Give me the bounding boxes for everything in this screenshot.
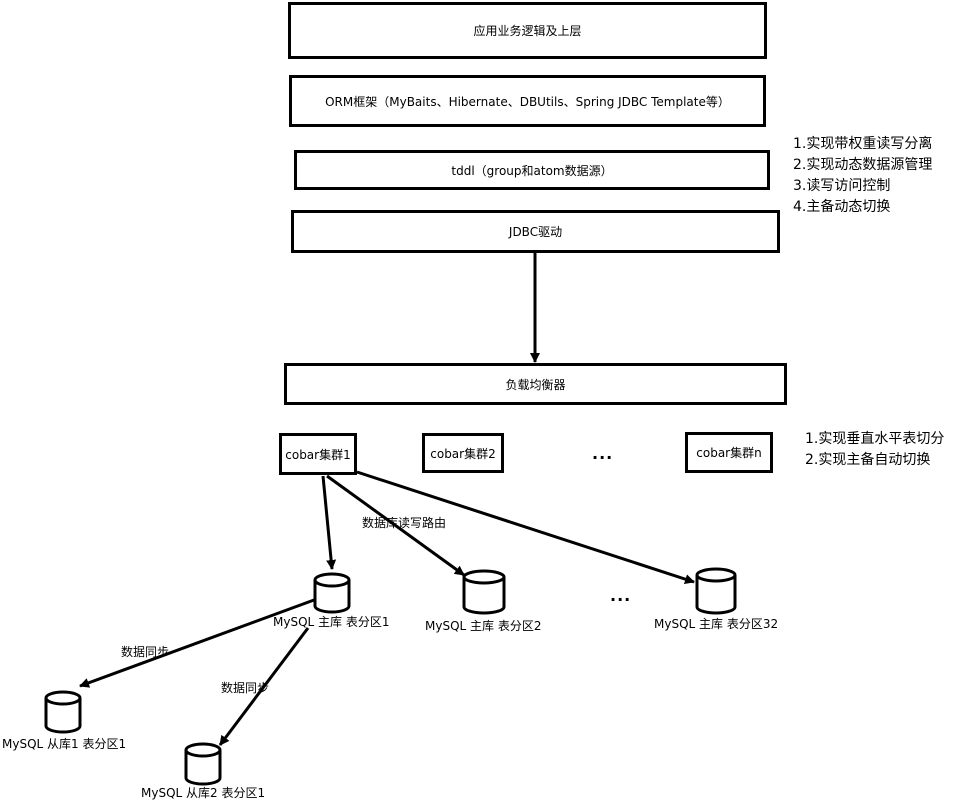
- tddl-layer-label: tddl（group和atom数据源）: [451, 163, 613, 178]
- tddl-note-item: 3.读写访问控制: [793, 178, 891, 194]
- slave-db-label-1: MySQL 从库1 表分区1: [2, 737, 127, 751]
- edge-master1-to-slave1: [79, 598, 315, 688]
- cobar-cluster-1-box: cobar集群1: [279, 433, 357, 475]
- cobar-note-item: 2.实现主备自动切换: [805, 452, 931, 468]
- master-db-label-1: MySQL 主库 表分区1: [273, 615, 390, 629]
- cobar-cluster-label: cobar集群2: [430, 446, 496, 461]
- app-layer-label: 应用业务逻辑及上层: [473, 24, 582, 38]
- slave-db-label-2: MySQL 从库2 表分区1: [141, 786, 266, 800]
- load-balancer-label: 负载均衡器: [505, 377, 566, 392]
- cluster-ellipsis: ...: [592, 444, 614, 463]
- edge-cobar1-to-master2: [326, 474, 465, 577]
- orm-layer-box: ORM框架（MyBaits、Hibernate、DBUtils、Spring J…: [289, 75, 766, 127]
- cobar-cluster-2-box: cobar集群2: [422, 433, 504, 473]
- jdbc-layer-box: JDBC驱动: [291, 210, 780, 253]
- cobar-notes: 1.实现垂直水平表切分 2.实现主备自动切换: [805, 429, 944, 471]
- sync-edge-label-2: 数据同步: [221, 681, 270, 695]
- db-cylinder-icon: [44, 690, 82, 734]
- db-cylinder-icon: [313, 572, 351, 614]
- edge-cobar1-to-master32: [356, 470, 695, 584]
- master-db-label-32: MySQL 主库 表分区32: [654, 617, 779, 631]
- orm-layer-label: ORM框架（MyBaits、Hibernate、DBUtils、Spring J…: [325, 94, 730, 109]
- tddl-note-item: 2.实现动态数据源管理: [793, 157, 933, 173]
- routing-edge-label: 数据库读写路由: [362, 516, 447, 530]
- master-ellipsis: ...: [610, 586, 632, 605]
- tddl-note-item: 4.主备动态切换: [793, 199, 891, 215]
- cobar-note-item: 1.实现垂直水平表切分: [805, 431, 945, 447]
- tddl-note-item: 1.实现带权重读写分离: [793, 136, 933, 152]
- cobar-cluster-label: cobar集群n: [696, 446, 762, 460]
- sync-edge-label-1: 数据同步: [121, 645, 170, 659]
- db-cylinder-icon: [695, 567, 737, 615]
- app-layer-box: 应用业务逻辑及上层: [288, 2, 767, 59]
- cobar-cluster-n-box: cobar集群n: [685, 432, 773, 473]
- tddl-layer-box: tddl（group和atom数据源）: [294, 150, 770, 190]
- master-db-label-2: MySQL 主库 表分区2: [425, 619, 542, 633]
- edge-master1-to-slave2: [218, 627, 310, 746]
- tddl-notes: 1.实现带权重读写分离 2.实现动态数据源管理 3.读写访问控制 4.主备动态切…: [793, 134, 932, 218]
- load-balancer-box: 负载均衡器: [284, 363, 787, 405]
- cobar-cluster-label: cobar集群1: [285, 447, 351, 462]
- edge-cobar1-to-master1: [321, 475, 337, 570]
- db-cylinder-icon: [184, 742, 222, 786]
- db-cylinder-icon: [462, 569, 506, 615]
- jdbc-layer-label: JDBC驱动: [508, 225, 563, 239]
